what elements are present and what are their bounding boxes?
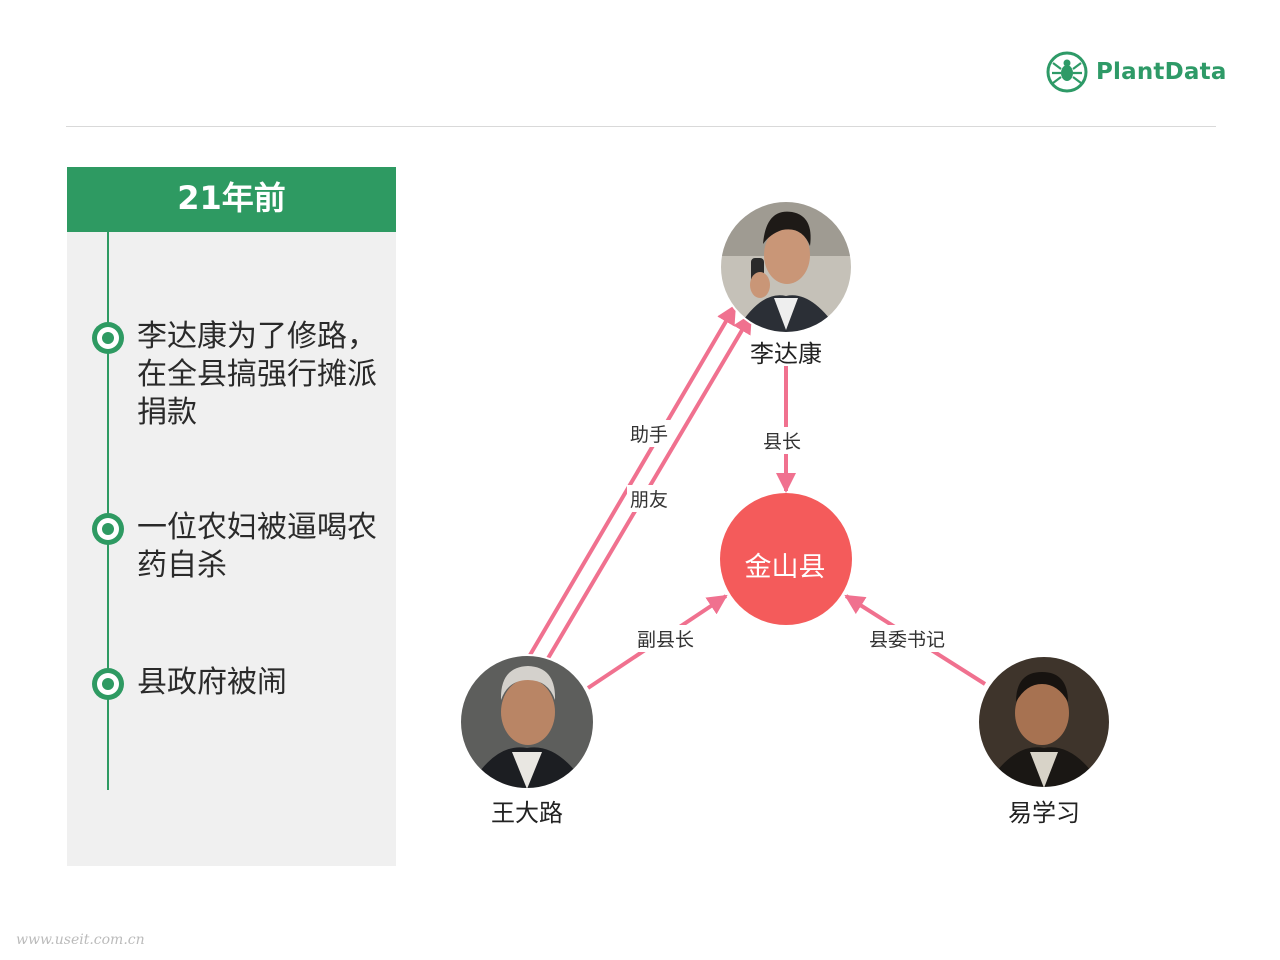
watermark: www.useit.com.cn [16, 932, 145, 948]
node-label-wang: 王大路 [491, 799, 563, 827]
relation-label-county-head: 县长 [760, 427, 805, 454]
avatar-wang[interactable] [460, 655, 594, 789]
brand-name: PlantData [1096, 59, 1227, 85]
timeline-panel: 21年前 李达康为了修路，在全县搞强行摊派捐款 一位农妇被逼喝农药自杀 县政府被… [67, 167, 396, 866]
timeline-event-text: 李达康为了修路，在全县搞强行摊派捐款 [137, 319, 377, 430]
brand-logo: PlantData [1046, 50, 1227, 94]
header-divider [66, 126, 1216, 127]
timeline-title: 21年前 [67, 167, 396, 232]
county-node-label: 金山县 [744, 552, 826, 583]
edge-assistant [528, 304, 737, 657]
timeline-dot-icon [92, 322, 124, 354]
timeline-event-text: 县政府被闹 [137, 665, 287, 700]
county-node[interactable] [720, 493, 852, 625]
relation-label-party-secretary: 县委书记 [866, 625, 949, 652]
timeline-dot-icon [92, 513, 124, 545]
relation-label-deputy-head: 副县长 [634, 625, 698, 652]
relation-label-assistant: 助手 [627, 420, 672, 447]
relation-label-friend: 朋友 [627, 485, 672, 512]
timeline-event-text: 一位农妇被逼喝农药自杀 [137, 510, 377, 583]
avatar-yi[interactable] [978, 656, 1110, 788]
spider-icon [1046, 51, 1088, 93]
timeline-dot-icon [92, 668, 124, 700]
node-label-li: 李达康 [750, 340, 822, 368]
timeline-line [107, 232, 109, 790]
node-label-yi: 易学习 [1008, 799, 1080, 827]
